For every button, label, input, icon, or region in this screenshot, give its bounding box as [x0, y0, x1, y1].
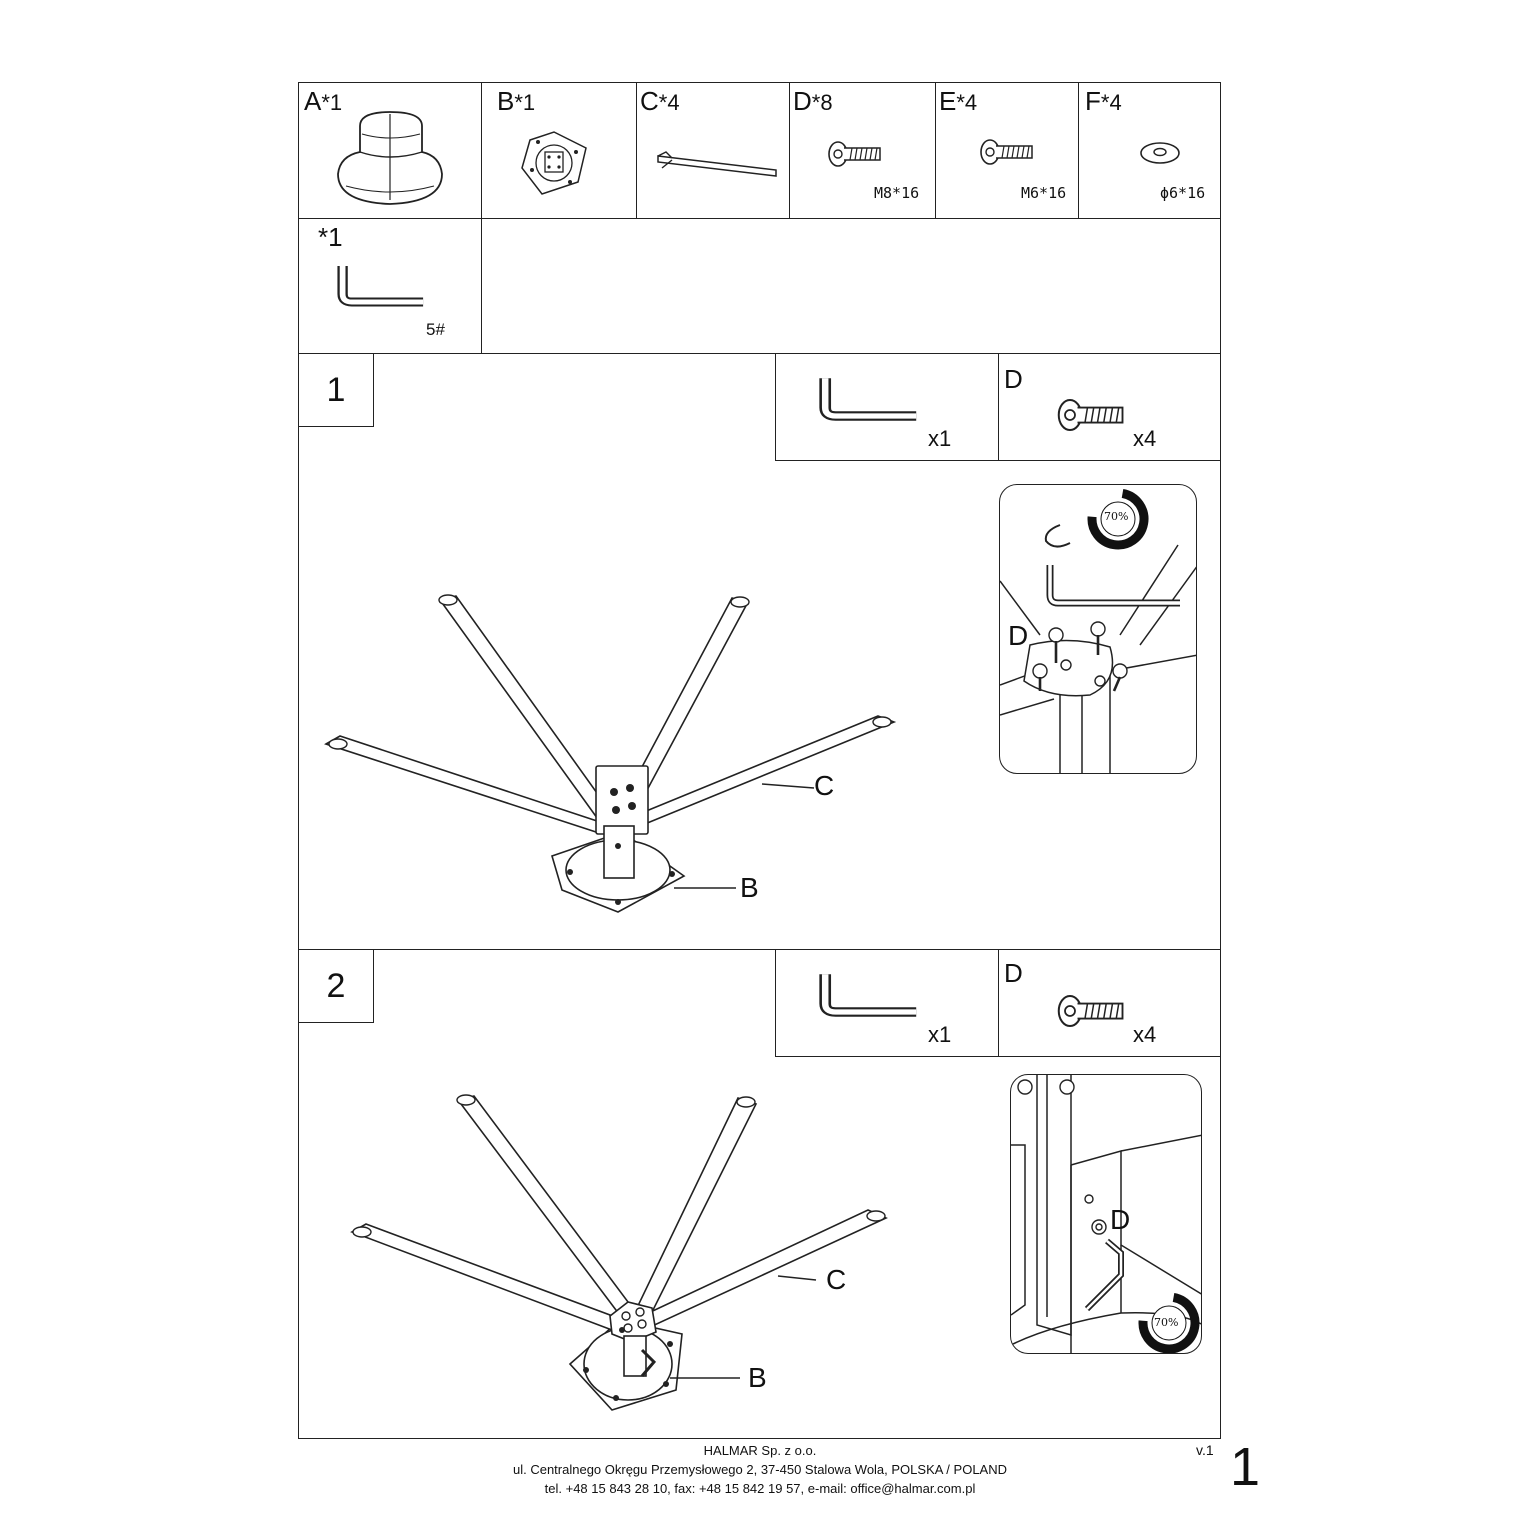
step-2-hardware-box	[998, 949, 1221, 1057]
step-2-tool-qty: x1	[928, 1022, 952, 1047]
step-1-allen-key-icon	[820, 374, 930, 430]
allen-key-icon	[338, 264, 438, 314]
tool-size: 5#	[426, 320, 445, 339]
step-2-bolt-icon	[1057, 995, 1124, 1027]
part-spec-f: ϕ6*16	[1160, 184, 1206, 202]
footer-address: ul. Centralnego Okręgu Przemysłowego 2, …	[512, 1462, 1007, 1477]
step-2-number: 2	[298, 949, 374, 1023]
part-label-a: A*1	[304, 86, 343, 116]
step-2-callout-b: B	[748, 1362, 767, 1393]
step-2-hardware-letter: D	[1004, 958, 1023, 988]
step-1-callout-b: B	[740, 872, 759, 903]
tool-qty: *1	[318, 222, 343, 252]
part-spec-d: M8*16	[874, 184, 920, 202]
step-1-tool-qty: x1	[928, 426, 952, 451]
footer-contact: tel. +48 15 843 28 10, fax: +48 15 842 1…	[544, 1481, 976, 1496]
washer-icon	[1140, 142, 1180, 164]
step-2-hardware-qty: x4	[1133, 1022, 1157, 1047]
swivel-plate-icon	[521, 131, 587, 195]
step-1-detail-drawing	[1000, 485, 1196, 773]
footer-company: HALMAR Sp. z o.o.	[703, 1443, 817, 1458]
part-label-b: B*1	[497, 86, 536, 116]
part-label-c: C*4	[640, 86, 680, 116]
part-label-f: F*4	[1085, 86, 1122, 116]
part-label-d: D*8	[793, 86, 833, 116]
empty-cell	[481, 218, 1221, 354]
step-2-detail-view	[1010, 1074, 1202, 1354]
step-1-hardware-qty: x4	[1133, 426, 1157, 451]
step-1-callout-c: C	[814, 770, 835, 801]
step-1-assembly-drawing	[324, 594, 897, 913]
step-2-detail-drawing	[1011, 1075, 1201, 1353]
step-1-detail-label: D	[1008, 620, 1029, 651]
step-2-detail-label: D	[1110, 1204, 1131, 1235]
step-2-callout-c: C	[826, 1264, 847, 1295]
step-1-hardware-box	[998, 353, 1221, 461]
step-1-detail-view	[999, 484, 1197, 774]
part-label-e: E*4	[939, 86, 978, 116]
leg-icon	[657, 151, 777, 177]
footer-version: v.1	[1196, 1442, 1214, 1458]
step-1-hardware-letter: D	[1004, 364, 1023, 394]
step-2-allen-key-icon	[820, 970, 930, 1026]
step-1-number: 1	[298, 353, 374, 427]
bolt-icon-e	[980, 139, 1033, 165]
page-number: 1	[1230, 1437, 1261, 1497]
bolt-icon-d	[828, 141, 881, 167]
step-2-torque-label: 70%	[1154, 1316, 1179, 1329]
seat-icon	[337, 111, 443, 205]
step-1-bolt-icon	[1057, 399, 1124, 431]
step-2-panel	[298, 949, 1221, 1439]
step-2-assembly-drawing	[350, 1094, 888, 1411]
part-spec-e: M6*16	[1021, 184, 1067, 202]
step-1-torque-label: 70%	[1104, 510, 1129, 523]
